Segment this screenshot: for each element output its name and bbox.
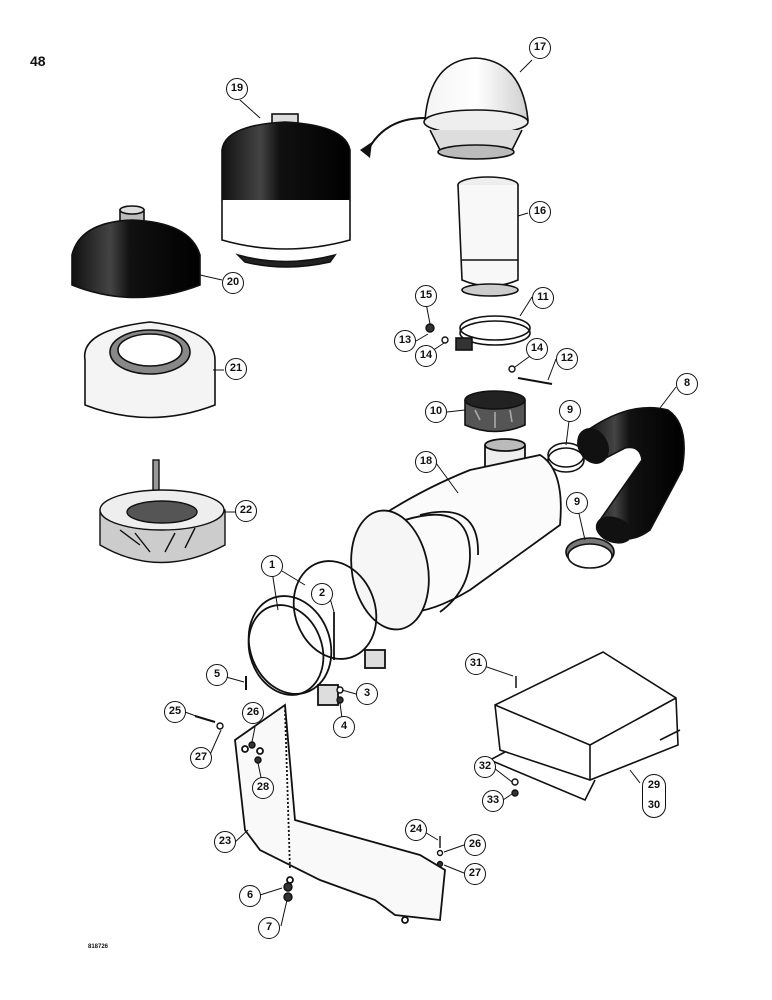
hose-clamps bbox=[547, 442, 615, 569]
callout-27b: 27 bbox=[464, 863, 486, 885]
callout-29-30: 29 30 bbox=[642, 774, 666, 818]
foam-filter bbox=[464, 390, 526, 433]
callout-6: 6 bbox=[239, 885, 261, 907]
callout-30: 30 bbox=[647, 799, 661, 811]
intake-hose bbox=[577, 406, 685, 544]
callout-26a: 26 bbox=[242, 702, 264, 724]
callout-9a: 9 bbox=[559, 400, 581, 422]
callout-27a: 27 bbox=[190, 747, 212, 769]
callout-17: 17 bbox=[529, 37, 551, 59]
callout-28: 28 bbox=[252, 777, 274, 799]
callout-31: 31 bbox=[465, 653, 487, 675]
callout-10: 10 bbox=[425, 401, 447, 423]
precleaner-dome bbox=[423, 57, 529, 160]
callout-9b: 9 bbox=[566, 492, 588, 514]
band-clamp bbox=[455, 315, 531, 351]
callout-12: 12 bbox=[556, 348, 578, 370]
callout-23: 23 bbox=[214, 831, 236, 853]
callout-4: 4 bbox=[333, 716, 355, 738]
cover bbox=[71, 205, 201, 299]
callout-18: 18 bbox=[415, 451, 437, 473]
callout-11: 11 bbox=[532, 287, 554, 309]
callout-13: 13 bbox=[394, 330, 416, 352]
fasteners bbox=[194, 676, 519, 902]
callout-14b: 14 bbox=[526, 338, 548, 360]
filter-element bbox=[99, 459, 226, 564]
callout-21: 21 bbox=[225, 358, 247, 380]
callout-2: 2 bbox=[311, 583, 333, 605]
callout-20: 20 bbox=[222, 272, 244, 294]
callout-7: 7 bbox=[258, 917, 280, 939]
callout-16: 16 bbox=[529, 201, 551, 223]
callout-5: 5 bbox=[206, 664, 228, 686]
callout-24: 24 bbox=[405, 819, 427, 841]
leader-lines bbox=[184, 59, 677, 927]
callout-15: 15 bbox=[415, 285, 437, 307]
callout-25: 25 bbox=[164, 701, 186, 723]
callout-22: 22 bbox=[235, 500, 257, 522]
dust-cap-assembly bbox=[221, 113, 351, 268]
callout-29: 29 bbox=[647, 779, 661, 791]
air-cleaner-body bbox=[350, 438, 562, 631]
page-number: 48 bbox=[30, 53, 46, 69]
callout-32: 32 bbox=[474, 756, 496, 778]
callout-26b: 26 bbox=[464, 834, 486, 856]
callout-3: 3 bbox=[356, 683, 378, 705]
callout-14a: 14 bbox=[415, 345, 437, 367]
callout-19: 19 bbox=[226, 78, 248, 100]
callout-1: 1 bbox=[261, 555, 283, 577]
mounting-bands bbox=[247, 560, 386, 706]
inlet-tube bbox=[457, 176, 519, 297]
clamp-hardware bbox=[425, 323, 553, 385]
mounting-bracket bbox=[234, 703, 446, 924]
callout-33: 33 bbox=[482, 790, 504, 812]
control-box bbox=[488, 651, 681, 802]
reference-code: 818726 bbox=[88, 944, 109, 950]
baffle bbox=[83, 321, 216, 419]
callout-8: 8 bbox=[676, 373, 698, 395]
